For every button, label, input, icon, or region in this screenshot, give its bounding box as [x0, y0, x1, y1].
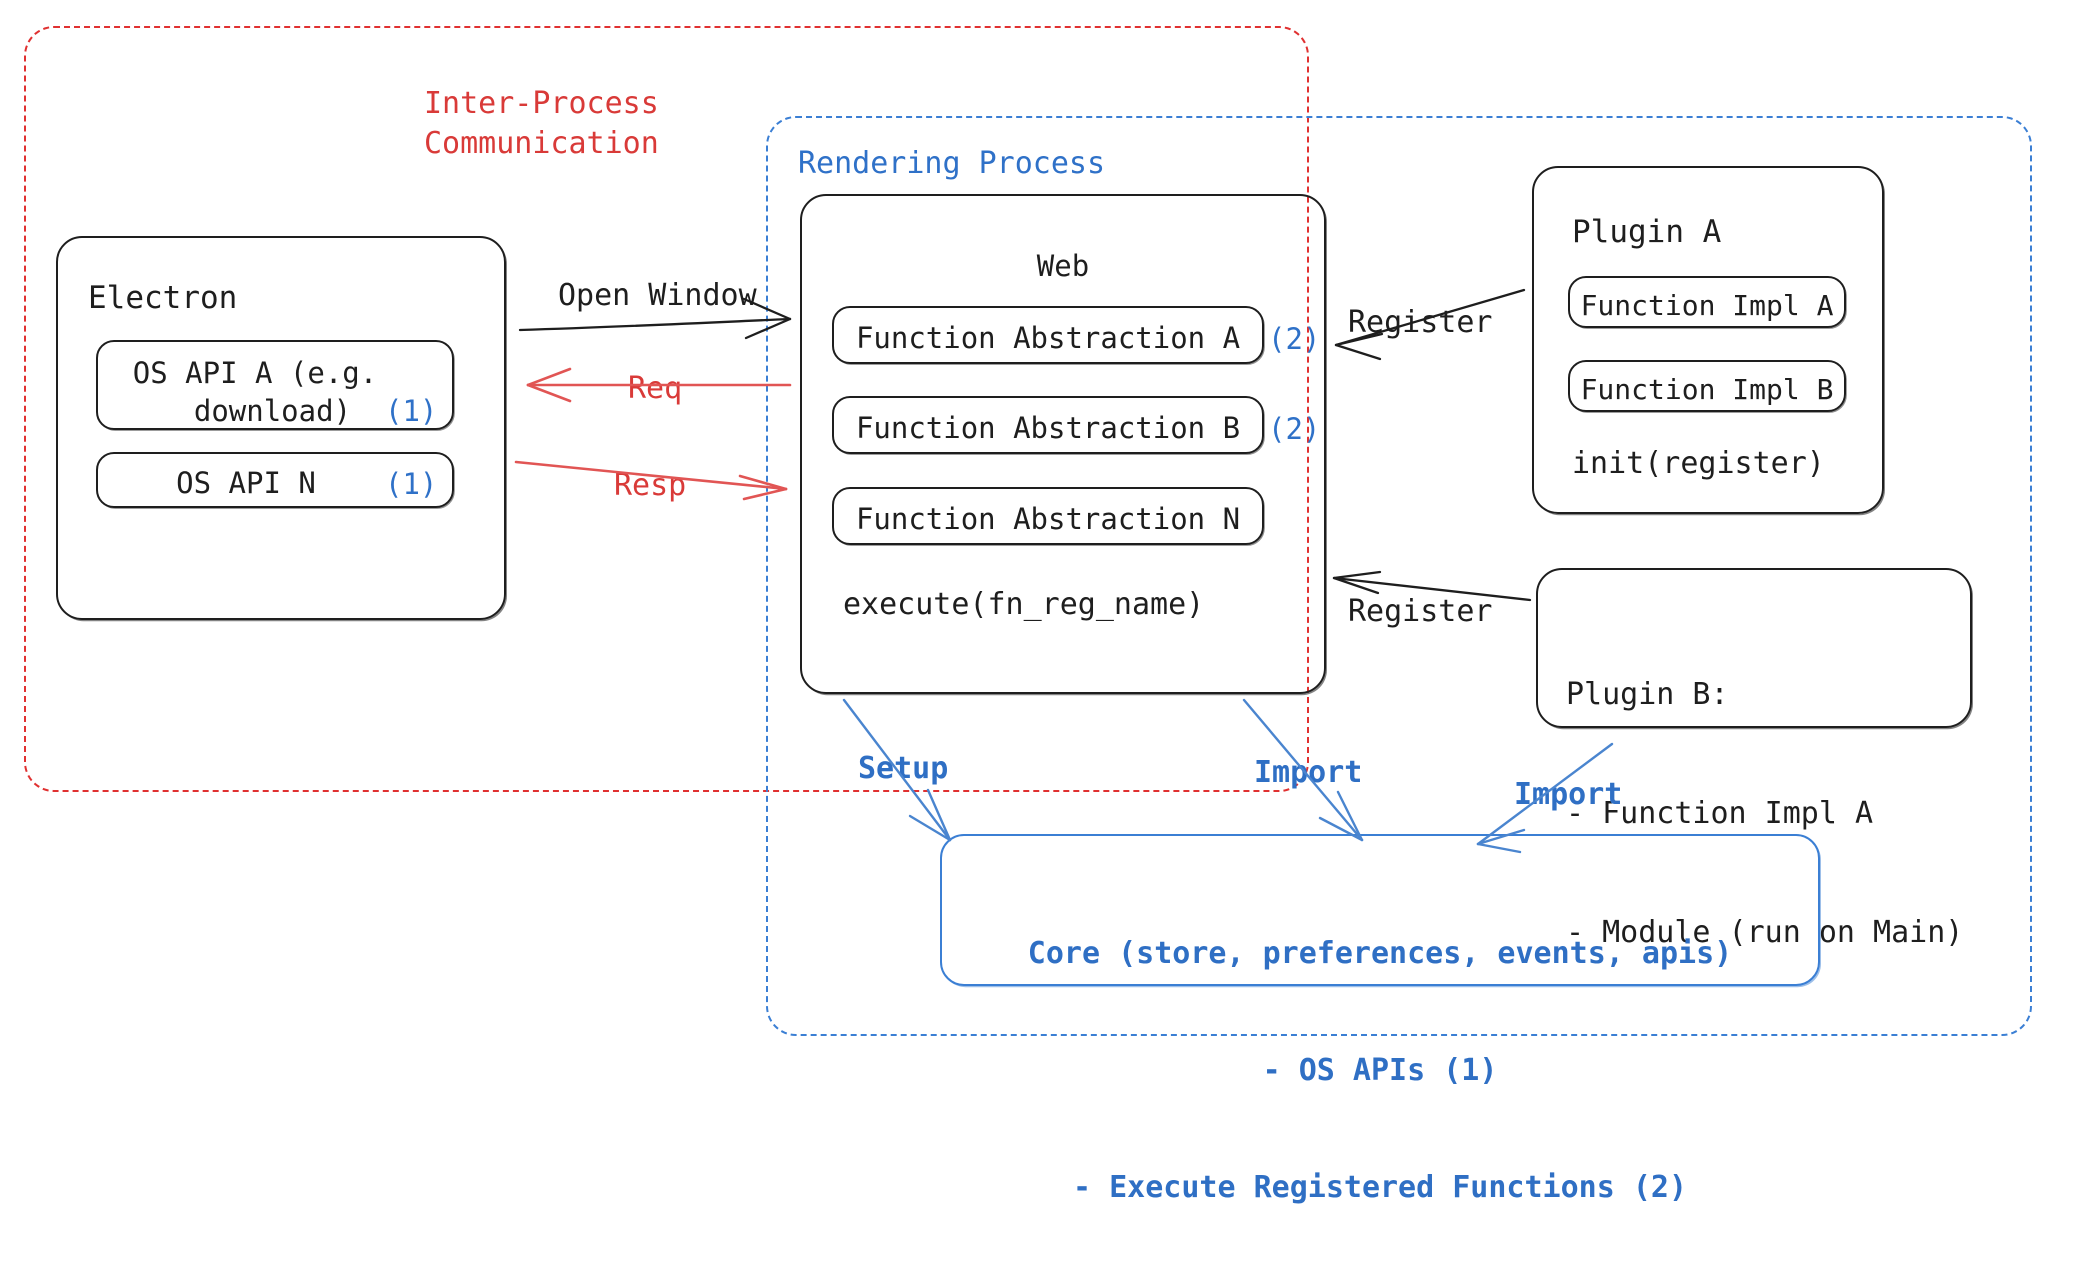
core-lines: Core (store, preferences, events, apis) …	[940, 856, 1820, 1285]
arrow-label-open-window: Open Window	[558, 278, 757, 313]
os-api-a-box	[96, 340, 454, 430]
electron-title: Electron	[88, 280, 238, 316]
web-execute-label: execute(fn_reg_name)	[843, 587, 1205, 622]
region-rendering-process	[766, 116, 2032, 1036]
diagram-canvas: Inter-Process Communication Rendering Pr…	[24, 26, 2032, 1205]
os-api-a-label: OS API A (e.g. download)	[132, 356, 378, 428]
core-title: Core (store, preferences, events, apis)	[1027, 936, 1733, 971]
function-abstraction-b-label: Function Abstraction B	[855, 411, 1241, 445]
plugin-a-function-impl-b-box	[1568, 360, 1846, 412]
plugin-a-title: Plugin A	[1572, 214, 1722, 250]
electron-box	[56, 236, 506, 620]
plugin-b-box	[1536, 568, 1972, 728]
plugin-b-title: Plugin B:	[1566, 677, 1729, 713]
plugin-b-item-0: - Function Impl A	[1566, 795, 1874, 831]
function-abstraction-a-box	[832, 306, 1264, 364]
arrow-label-resp: Resp	[608, 466, 693, 506]
plugin-a-function-impl-b-label: Function Impl B	[1580, 373, 1834, 406]
os-api-a-marker: (1)	[385, 394, 438, 428]
arrow-label-req: Req	[622, 369, 689, 409]
core-box	[940, 834, 1820, 986]
os-api-n-label: OS API N	[176, 466, 316, 500]
arrow-label-register-plugin-a: Register	[1348, 305, 1493, 340]
web-box	[800, 194, 1326, 694]
plugin-a-function-impl-a-box	[1568, 276, 1846, 328]
os-api-n-box	[96, 452, 454, 508]
region-rendering-process-label: Rendering Process	[798, 146, 1106, 181]
function-abstraction-b-marker: (2)	[1268, 412, 1321, 446]
core-item-0: - OS APIs (1)	[1262, 1053, 1498, 1088]
plugin-a-box	[1532, 166, 1884, 514]
plugin-a-function-impl-a-label: Function Impl A	[1580, 289, 1834, 322]
function-abstraction-a-label: Function Abstraction A	[855, 321, 1241, 355]
arrow-label-register-plugin-b: Register	[1348, 594, 1493, 629]
core-item-1: - Execute Registered Functions (2)	[1072, 1170, 1688, 1205]
arrow-label-import-web: Import	[1254, 755, 1363, 790]
plugin-a-init-label: init(register)	[1572, 446, 1825, 481]
plugin-b-item-1: - Module (run on Main)	[1566, 914, 1964, 950]
region-inter-process-communication	[24, 26, 1309, 792]
region-ipc-label: Inter-Process Communication	[424, 86, 659, 161]
function-abstraction-b-box	[832, 396, 1264, 454]
function-abstraction-n-label: Function Abstraction N	[855, 502, 1241, 536]
function-abstraction-a-marker: (2)	[1268, 322, 1321, 356]
arrow-label-import-plugin: Import	[1514, 777, 1623, 812]
function-abstraction-n-box	[832, 487, 1264, 545]
web-title: Web	[1036, 249, 1090, 283]
arrow-label-setup: Setup	[858, 751, 949, 786]
os-api-n-marker: (1)	[385, 467, 438, 501]
